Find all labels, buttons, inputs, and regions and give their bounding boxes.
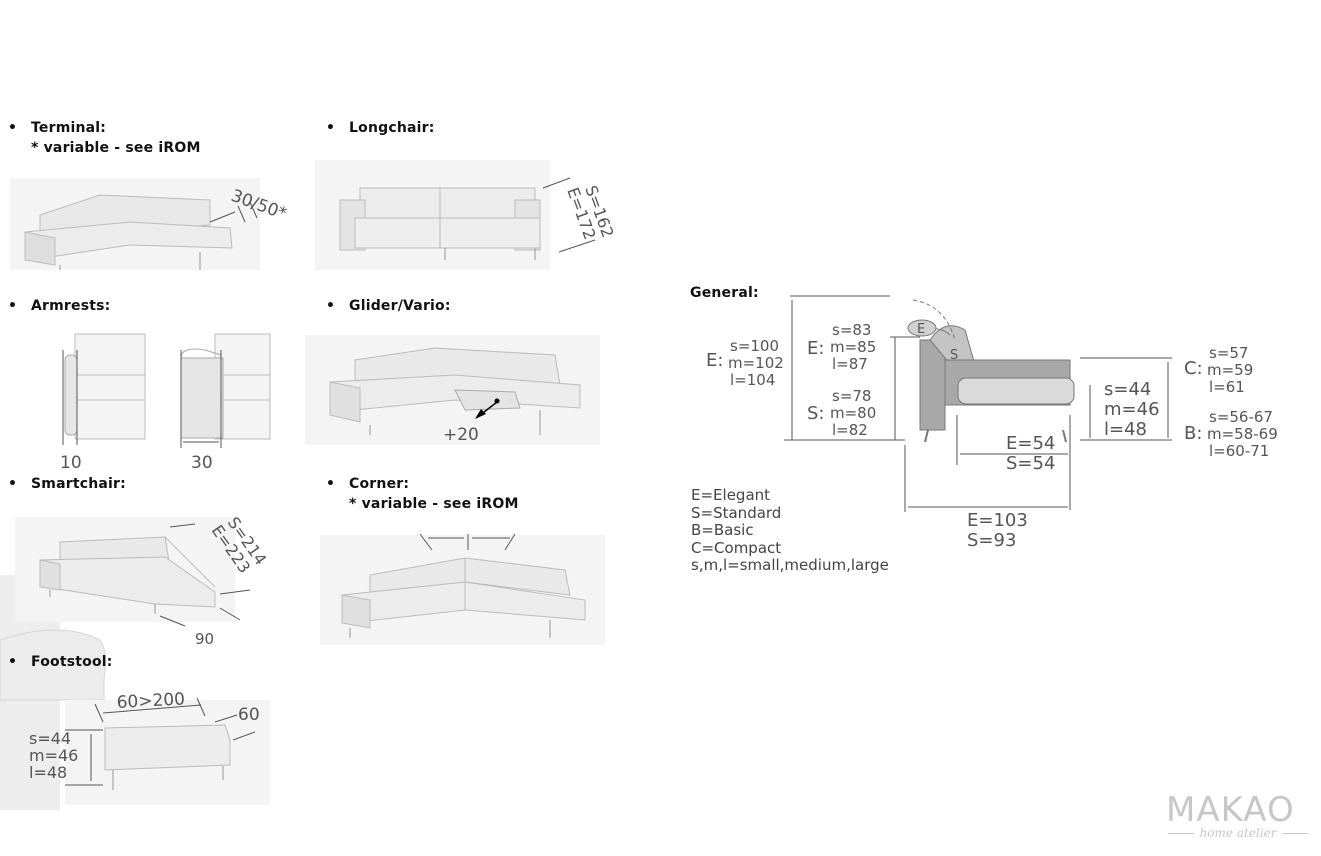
bullet: • [8, 120, 17, 136]
corner-title: Corner: [349, 476, 410, 492]
footstool-height-s: s=44 [29, 729, 72, 748]
b-height-l: l=60-71 [1209, 442, 1270, 460]
e-total-m: m=102 [728, 354, 784, 372]
seat-height-dims: s=44 m=46 l=48 [1104, 380, 1160, 440]
seat-height-m: m=46 [1104, 399, 1160, 420]
armrest-dim-b: 30 [191, 453, 213, 473]
e-total-prefix: E: [706, 350, 724, 371]
bullet: • [8, 654, 17, 670]
general-title: General: [690, 285, 759, 301]
brand-tagline: home atelier [1199, 826, 1277, 840]
glider-title: Glider/Vario: [349, 298, 451, 314]
s-seat-dims: s=78 m=80 l=82 [830, 388, 876, 439]
brand-logo: MAKAO [1166, 790, 1295, 830]
seat-depth-s: S=54 [1006, 453, 1056, 474]
footstool-height-l: l=48 [29, 763, 68, 782]
footstool-title: Footstool: [31, 654, 113, 670]
total-depth-s: S=93 [967, 530, 1017, 551]
e-total-l: l=104 [730, 371, 776, 389]
legend-item: E=Elegant [691, 486, 771, 504]
general-profile-diagram: E S [784, 295, 1172, 512]
armrest-wide-illustration: 30 [180, 333, 271, 473]
total-depth-e: E=103 [967, 510, 1028, 531]
c-height-dims: s=57 m=59 l=61 [1207, 345, 1253, 396]
bullet: • [326, 120, 335, 136]
legend-item: s,m,l=small,medium,large [691, 556, 889, 574]
s-seat-prefix: S: [807, 403, 825, 424]
e-total-s: s=100 [730, 337, 780, 355]
longchair-title: Longchair: [349, 120, 435, 136]
armrest-thin-illustration: 10 [60, 333, 146, 473]
footstool-illustration: 60>200 60 [65, 689, 270, 805]
bullet: • [326, 298, 335, 314]
terminal-note: * variable - see iROM [31, 140, 201, 156]
terminal-sofa-illustration: 30/50* [10, 178, 289, 270]
e-seat-s: s=83 [832, 321, 872, 339]
smartchair-dim-depth: 90 [195, 630, 214, 648]
legend-item: C=Compact [691, 538, 782, 557]
total-depth-dims: E=103 S=93 [967, 511, 1028, 551]
b-height-s: s=56-67 [1209, 408, 1273, 426]
bullet: • [8, 476, 17, 492]
e-seat-m: m=85 [830, 338, 877, 356]
brand-tagline-row: home atelier [1168, 826, 1308, 840]
bullet: • [326, 476, 335, 492]
glider-sofa-illustration: +20 [305, 335, 600, 445]
tagline-rule [1168, 832, 1194, 834]
legend-item: B=Basic [691, 521, 754, 539]
footstool-dim-depth: 60 [238, 705, 260, 725]
legend: E=Elegant S=Standard B=Basic C=Compact s… [691, 486, 889, 575]
s-seat-s: s=78 [832, 387, 872, 405]
s-seat-m: m=80 [830, 404, 877, 422]
corner-sofa-illustration [320, 533, 605, 645]
marker-s: S [950, 348, 958, 363]
armrests-title: Armrests: [31, 298, 111, 314]
glider-dim: +20 [443, 425, 479, 445]
e-seat-prefix: E: [807, 338, 825, 359]
seat-depth-e: E=54 [1006, 433, 1056, 454]
armrest-dim-a: 10 [60, 453, 82, 473]
s-seat-l: l=82 [832, 421, 868, 439]
c-height-prefix: C: [1184, 358, 1203, 379]
b-height-prefix: B: [1184, 423, 1203, 444]
c-height-l: l=61 [1209, 378, 1245, 396]
terminal-title: Terminal: [31, 120, 107, 136]
longchair-sofa-illustration: S=162 E=172 [315, 160, 618, 270]
tagline-rule [1282, 832, 1308, 834]
seat-height-l: l=48 [1104, 419, 1147, 440]
e-seat-l: l=87 [832, 355, 868, 373]
footstool-height-dims: s=44 m=46 l=48 [29, 730, 78, 781]
footstool-height-m: m=46 [29, 746, 79, 765]
background-sofa-fragment [0, 629, 106, 701]
bullet: • [8, 298, 17, 314]
c-height-s: s=57 [1209, 344, 1249, 362]
b-height-dims: s=56-67 m=58-69 l=60-71 [1207, 409, 1278, 460]
marker-e: E [917, 322, 925, 337]
e-seat-dims: s=83 m=85 l=87 [830, 322, 876, 373]
seat-height-s: s=44 [1104, 379, 1152, 400]
e-total-dims: s=100 m=102 l=104 [728, 338, 784, 389]
seat-depth-dims: E=54 S=54 [1006, 434, 1055, 474]
b-height-m: m=58-69 [1207, 425, 1278, 443]
smartchair-title: Smartchair: [31, 476, 126, 492]
legend-item: S=Standard [691, 503, 782, 522]
corner-note: * variable - see iROM [349, 496, 519, 512]
smartchair-sofa-illustration: S=214 E=223 90 [15, 513, 270, 648]
footstool-dim-len: 60>200 [116, 689, 185, 713]
c-height-m: m=59 [1207, 361, 1254, 379]
